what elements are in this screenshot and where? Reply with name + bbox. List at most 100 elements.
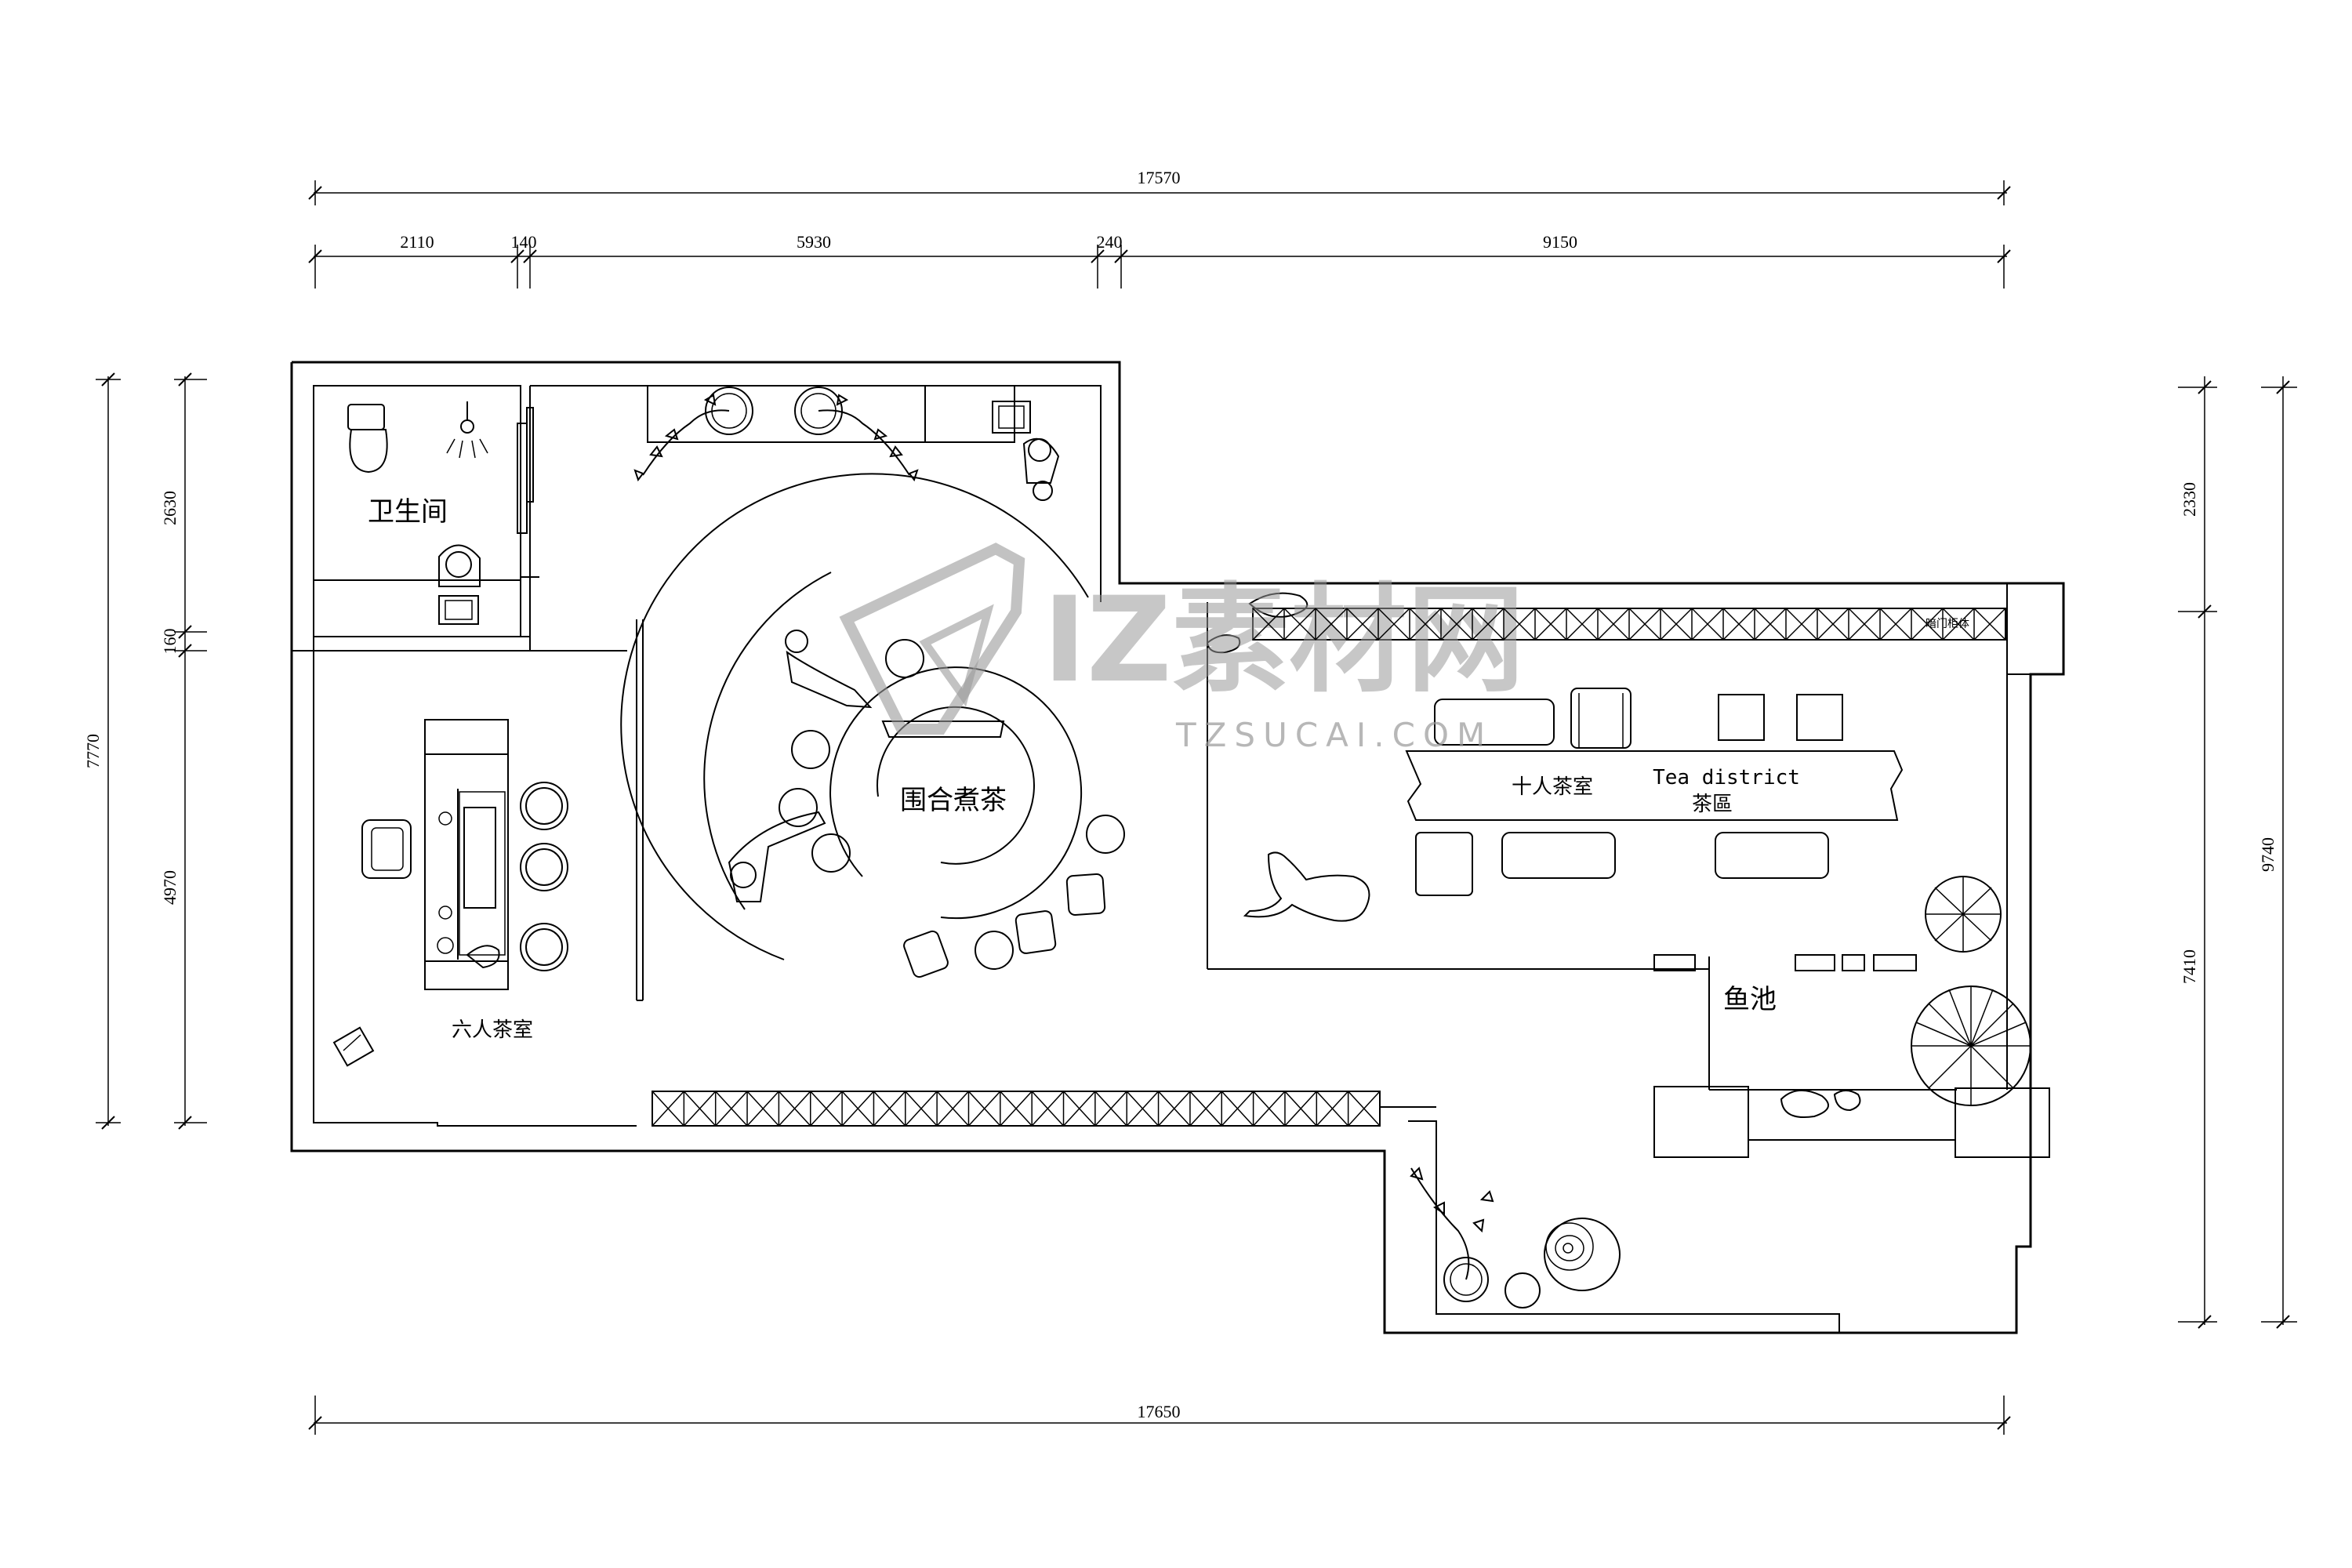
dimension-label: 4970: [160, 870, 180, 905]
shelf-hatch: [1879, 608, 1912, 641]
shelf-hatch: [1628, 608, 1661, 641]
shelf-hatch: [1252, 608, 1285, 641]
shelf-hatch: [1094, 1091, 1127, 1127]
shelf-hatch: [1660, 608, 1693, 641]
watermark-logo: [839, 543, 1025, 735]
stool-icon: [520, 782, 568, 830]
planter-icon: [1504, 1218, 1621, 1308]
shelf-hatch: [1691, 608, 1724, 641]
shelf-hatch: [967, 1091, 1001, 1127]
vase-icon: [332, 1026, 375, 1067]
cabinet-note: 暗门柜体: [1926, 618, 1969, 630]
stool-icon: [520, 843, 568, 891]
shelf-hatch: [1346, 608, 1379, 641]
shelf-hatch: [1534, 608, 1567, 641]
shelf-hatch: [652, 1091, 684, 1127]
dimension-label: 5930: [797, 232, 831, 252]
room-label-six-person: 六人茶室: [452, 1018, 533, 1042]
person-icon: [728, 630, 873, 902]
tea-table: [424, 719, 509, 990]
shelf-hatch: [1221, 1091, 1254, 1127]
dimension-label: 17570: [1138, 168, 1181, 187]
chair-icon: [903, 873, 1106, 978]
fish-pond: [1653, 954, 2050, 1158]
shelf-hatch: [715, 1091, 748, 1127]
room-label-ten-person: 十人茶室: [1512, 775, 1593, 799]
dimension-right: 2330 7410 9740: [2178, 376, 2297, 1329]
shelf-hatch: [1253, 1091, 1286, 1127]
cat-sculpture-icon: [1243, 851, 1370, 922]
shelf-hatch: [1377, 608, 1410, 641]
dimension-label: 160: [160, 629, 180, 655]
dimension-label: 9740: [2258, 837, 2278, 872]
fan-palm-icon: [1911, 985, 2031, 1106]
room-label-bathroom: 卫生间: [368, 496, 448, 528]
shelf-hatch: [1566, 608, 1599, 641]
dimension-bottom-total: 17650: [308, 1396, 2011, 1435]
rock-icon: [1206, 592, 1308, 654]
shelf-hatch: [1503, 608, 1536, 641]
shelf-hatch: [1942, 608, 1975, 641]
bonsai-icon: [1410, 1167, 1494, 1302]
shelf-hatch: [1848, 608, 1881, 641]
shelf-hatch: [1597, 608, 1630, 641]
shelf-hatch: [1062, 1091, 1096, 1127]
shower-icon: [446, 401, 488, 459]
shelf-hatch: [936, 1091, 970, 1127]
shelf-hatch: [1283, 608, 1316, 641]
shelf-hatch: [1911, 608, 1944, 641]
shelf-hatch: [1785, 608, 1818, 641]
shelf-hatch: [905, 1091, 938, 1127]
dimension-label: 2110: [400, 232, 434, 252]
dimension-label: 7410: [2180, 949, 2199, 984]
watermark-subtext: TZSUCAI.COM: [1175, 716, 1493, 754]
fan-palm-icon: [1925, 876, 2002, 953]
circle-seating: [620, 473, 1125, 970]
shelf-hatch: [1126, 1091, 1160, 1127]
stool-icon: [520, 923, 568, 971]
watermark-text: IZ素材网: [1043, 572, 1525, 709]
dimension-label: 9150: [1543, 232, 1577, 252]
shelf-hatch: [1315, 608, 1348, 641]
shelf-hatch: [1284, 1091, 1317, 1127]
shelf-hatch: [810, 1091, 843, 1127]
tea-table: [1405, 750, 1904, 821]
bench-icon: [1434, 699, 1829, 879]
dimension-label: 17650: [1138, 1402, 1181, 1421]
shelf-hatch: [1031, 1091, 1065, 1127]
shelf-hatch: [1189, 1091, 1222, 1127]
room-label-fish-pond: 鱼池: [1723, 984, 1777, 1015]
shelf-hatch: [1754, 608, 1787, 641]
sink-icon: [438, 544, 481, 625]
dimension-label: 2330: [2180, 482, 2199, 517]
dimension-top-total: 17570: [308, 168, 2011, 205]
shelf-hatch: [778, 1091, 811, 1127]
dimension-label: 7770: [83, 734, 103, 768]
shelf-hatch: [1316, 1091, 1349, 1127]
corridor-counter: [647, 385, 1015, 443]
chair-icon: [1415, 688, 1843, 896]
bonsai-icon: [633, 387, 753, 482]
dimension-label: 140: [511, 232, 537, 252]
dimension-left: 7770 2630 160 4970: [83, 372, 207, 1130]
shelf-hatch: [841, 1091, 874, 1127]
armchair-icon: [361, 819, 412, 879]
shelf-hatch: [1440, 608, 1473, 641]
column-box: [2006, 583, 2064, 675]
room-label-tea-district-en: Tea district: [1653, 766, 1800, 789]
dimension-label: 240: [1097, 232, 1123, 252]
shelf-hatch: [1158, 1091, 1191, 1127]
room-label-circle-tea: 围合煮茶: [900, 785, 1007, 816]
dimension-top-segments: 2110 140 5930 240 9150: [308, 232, 2011, 289]
shelf-hatch: [1817, 608, 1849, 641]
shelf-hatch: [1973, 608, 2006, 641]
bonsai-icon: [794, 387, 919, 482]
shelf-hatch: [1722, 608, 1755, 641]
shelf-hatch: [873, 1091, 906, 1127]
shelf-hatch: [1000, 1091, 1033, 1127]
dimension-label: 2630: [160, 491, 180, 525]
bathroom-walls: [292, 385, 627, 652]
room-label-tea-district-cn: 茶區: [1692, 793, 1733, 816]
toilet-icon: [347, 404, 388, 474]
